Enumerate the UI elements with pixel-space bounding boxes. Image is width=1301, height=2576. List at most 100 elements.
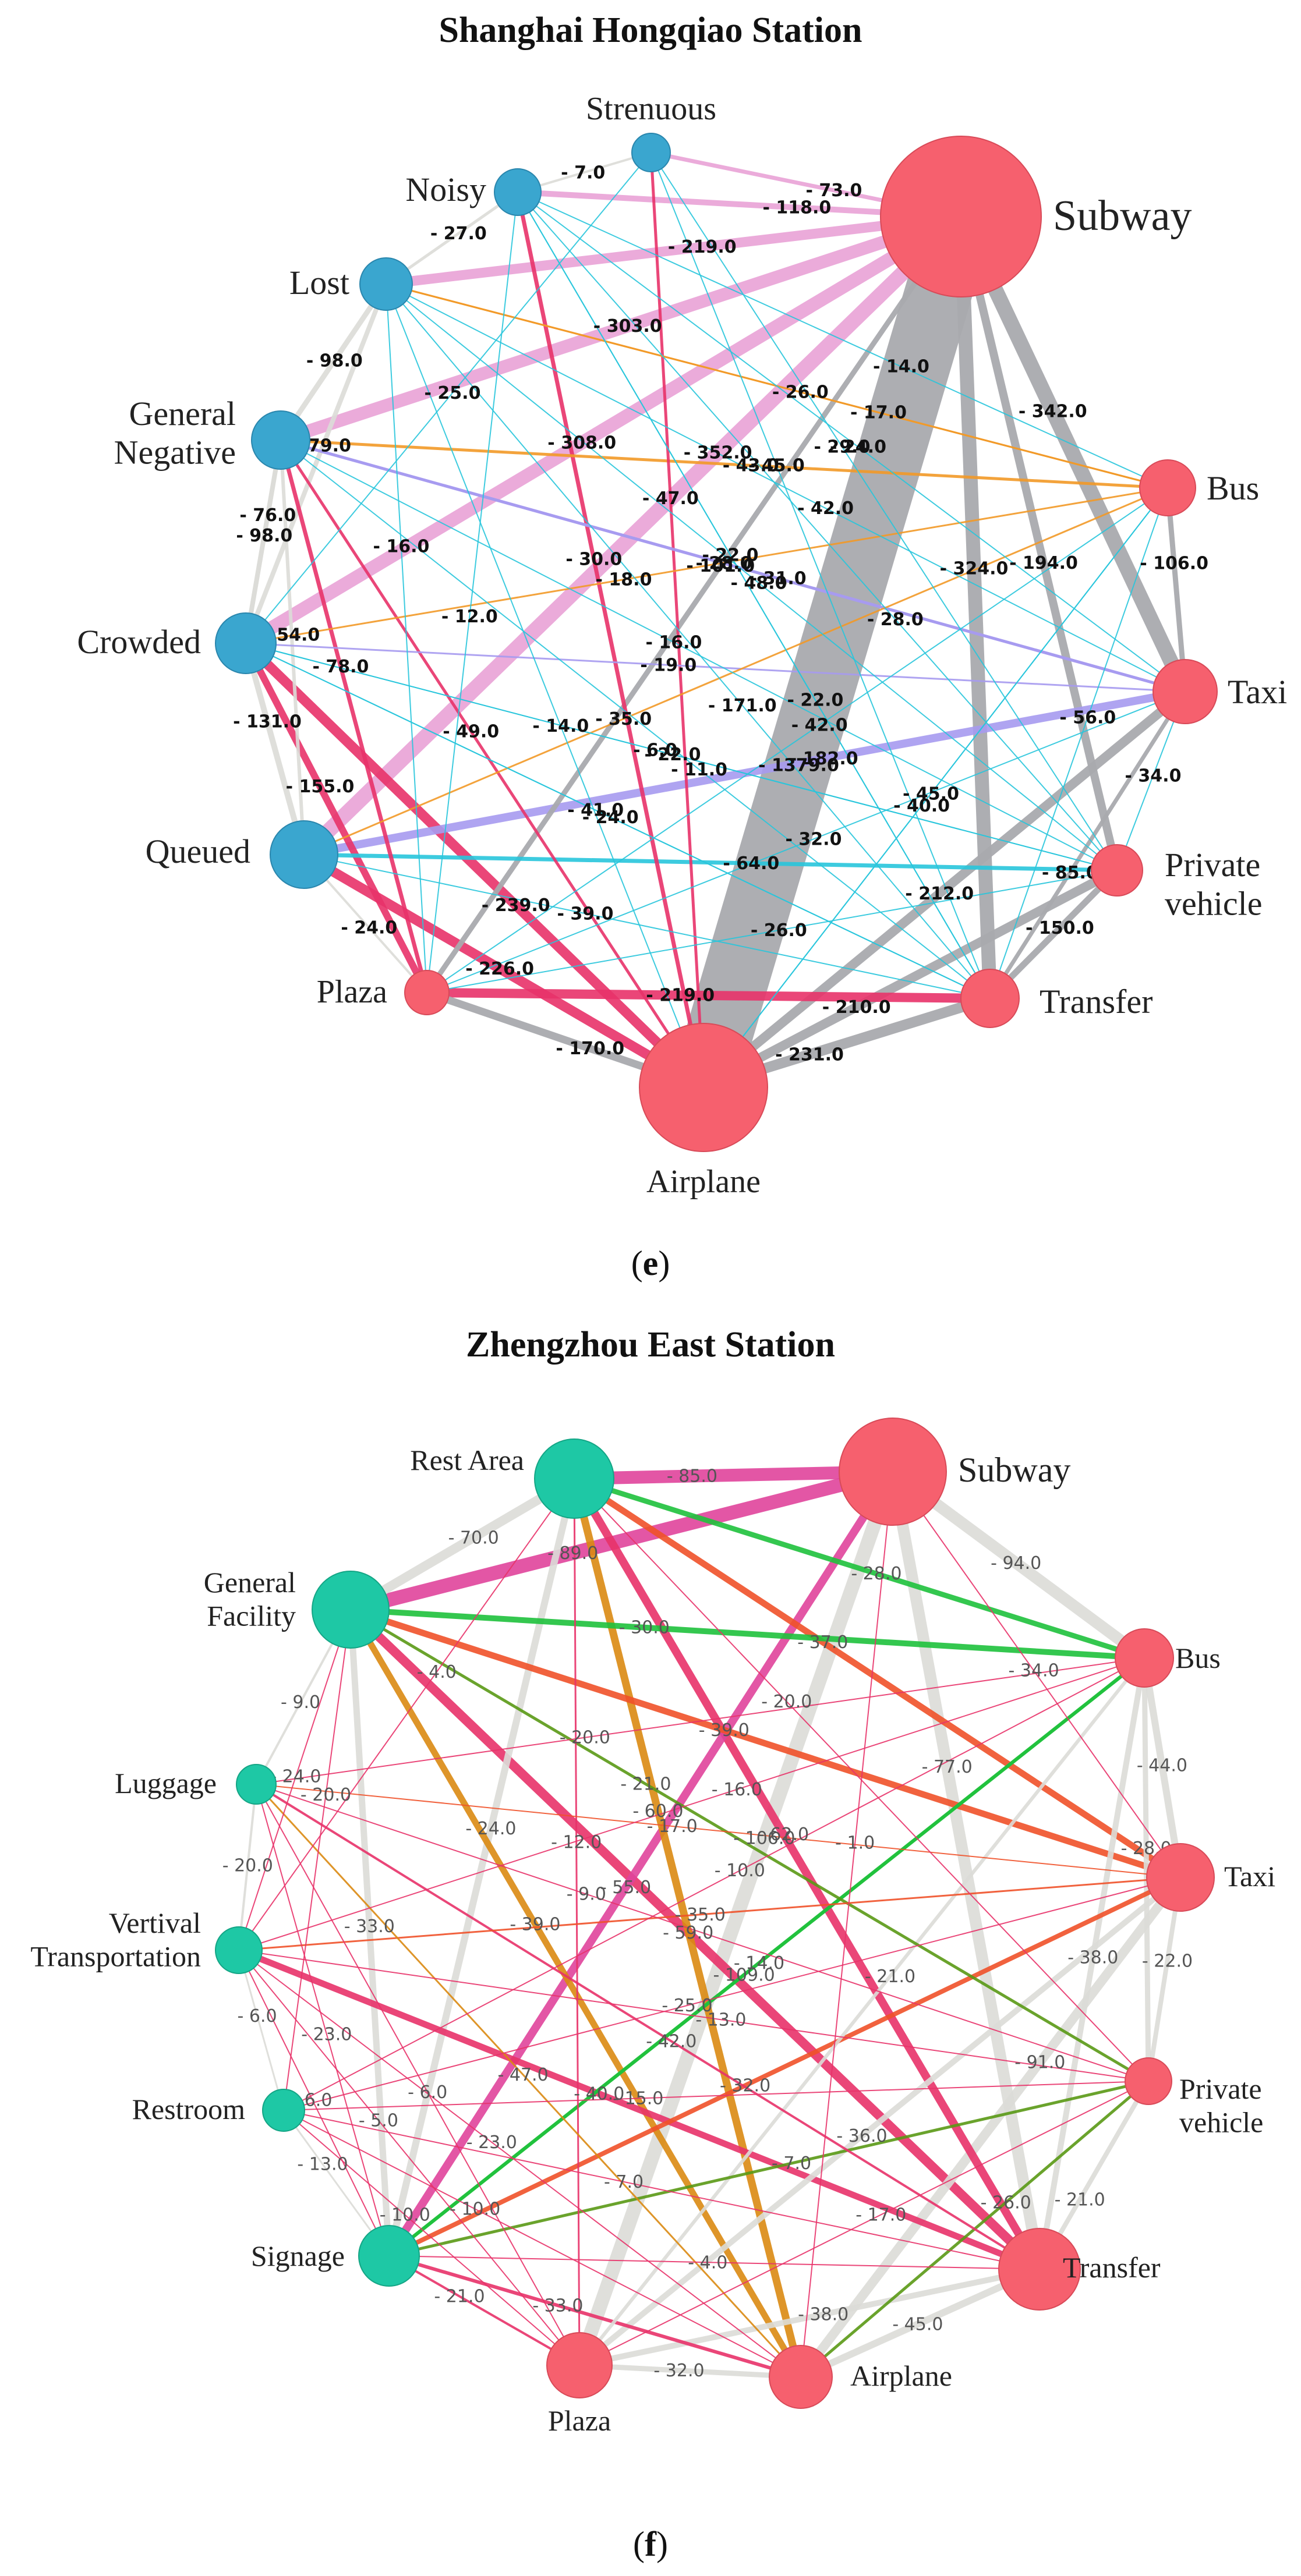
node-bus (1115, 1628, 1174, 1688)
edge-label-vertival_transportation-private_vehicle: - 13.0 (695, 2010, 746, 2030)
edge-bus-plaza (578, 1657, 1146, 2366)
edge-label-private_vehicle-noisy: - 28.0 (867, 610, 924, 630)
edge-rest_area-bus (573, 1476, 1146, 1661)
node-private_vehicle (1091, 844, 1143, 897)
panel-f-caption: (f) (633, 2525, 668, 2563)
edge-label-signage-plaza: - 21.0 (434, 2287, 485, 2307)
edge-label-rest_area-taxi: - 37.0 (797, 1632, 848, 1653)
edge-signage-transfer (388, 2255, 1040, 2270)
edge-label-noisy-strenuous: - 7.0 (561, 163, 605, 183)
edge-label-taxi-private_vehicle: - 22.0 (1142, 1951, 1193, 1972)
edge-label-plaza-bus: - 42.0 (791, 715, 848, 736)
edge-luggage-signage (256, 1784, 390, 2256)
panel-e: Shanghai Hongqiao Station - 1379.0- 342.… (77, 10, 1287, 1282)
edge-label-transfer-lost: - 171.0 (708, 696, 777, 716)
edge-label-general_facility-subway: - 89.0 (547, 1543, 598, 1564)
edge-transfer-crowded (245, 643, 991, 999)
edge-label-subway-bus: - 94.0 (991, 1553, 1041, 1574)
edge-label-general_facility-signage: - 33.0 (344, 1916, 395, 1937)
edge-label-luggage-airplane: - 47.0 (498, 2065, 549, 2085)
edge-transfer-general_negative (280, 440, 991, 999)
edge-label-subway-plaza: - 101.0 (686, 556, 755, 576)
node-airplane (769, 2345, 833, 2409)
edge-label-crowded-taxi: - 19.0 (640, 655, 697, 675)
edge-general_facility-bus (350, 1607, 1145, 1661)
edge-crowded-plaza (242, 642, 430, 994)
edge-label-vertival_transportation-airplane: - 23.0 (466, 2132, 517, 2153)
node-queued (270, 820, 338, 889)
edge-bus-taxi (1141, 1657, 1184, 1878)
edge-plaza-airplane (579, 2362, 801, 2380)
edge-luggage-airplane (255, 1783, 802, 2378)
edge-label-subway-plaza: - 106.0 (733, 1828, 795, 1848)
edge-queued-bus (303, 487, 1168, 856)
edge-label-taxi-lost: - 42.0 (797, 498, 854, 519)
edge-label-general_facility-private_vehicle: - 21.0 (620, 1774, 671, 1795)
edge-crowded-taxi (245, 642, 1186, 693)
edge-label-transfer-noisy: - 22.0 (787, 690, 843, 711)
node-lost (359, 257, 413, 311)
node-bus (1139, 459, 1196, 516)
edge-airplane-lost (386, 284, 704, 1088)
edge-label-taxi-noisy: - 24.0 (830, 437, 886, 458)
node-private_vehicle (1125, 2057, 1172, 2105)
edge-label-general_negative-plaza: - 78.0 (312, 657, 369, 677)
edge-label-queued-transfer: - 39.0 (557, 903, 614, 924)
node-vertival_transportation (215, 1926, 263, 1974)
edge-label-transfer-taxi: - 85.0 (1042, 863, 1098, 883)
edge-queued-transfer (303, 854, 991, 999)
edge-signage-plaza (388, 2255, 580, 2366)
node-signage (358, 2225, 420, 2287)
node-luggage (236, 1764, 277, 1805)
edge-label-subway-queued: - 352.0 (684, 443, 752, 463)
edge-label-luggage-signage: - 23.0 (301, 2024, 352, 2044)
edge-label-luggage-private_vehicle: - 9.0 (567, 1884, 606, 1905)
edge-noisy-transfer (517, 192, 991, 999)
edge-strenuous-transfer (650, 152, 991, 999)
edge-strenuous-airplane (649, 152, 705, 1088)
edge-crowded-general_negative (243, 440, 283, 644)
node-label-queued: Queued (146, 832, 250, 870)
edge-subway-signage (386, 1469, 896, 2258)
edge-rest_area-general_facility (348, 1475, 577, 1614)
node-plaza (546, 2332, 613, 2398)
panel-e-edge-labels: - 1379.0- 342.0- 352.0- 324.0- 308.0- 30… (233, 163, 1208, 1065)
edge-luggage-taxi (256, 1784, 1181, 1878)
edge-label-private_vehicle-general_negative: - 16.0 (645, 632, 702, 653)
edge-vertival_transportation-taxi (238, 1876, 1181, 1951)
edge-subway-airplane (800, 1471, 893, 2377)
edge-label-crowded-plaza: - 155.0 (286, 777, 355, 797)
node-label-transfer: Transfer (1040, 983, 1152, 1021)
edge-subway-queued (298, 211, 967, 860)
node-label-transfer: Transfer (1063, 2251, 1161, 2284)
edge-label-crowded-private_vehicle: - 22.0 (645, 745, 701, 765)
edge-label-private_vehicle-taxi: - 34.0 (1125, 766, 1182, 786)
node-label-plaza: Plaza (548, 2404, 611, 2437)
edge-lost-general_negative (278, 282, 388, 442)
panel-e-edges (242, 150, 1192, 1097)
node-crowded (215, 612, 277, 674)
edge-label-vertival_transportation-plaza: - 5.0 (359, 2110, 398, 2131)
edge-label-taxi-queued: - 182.0 (790, 749, 858, 769)
edge-transfer-taxi (988, 690, 1187, 1000)
edge-label-airplane-lost: - 14.0 (532, 716, 589, 736)
node-label-subway: Subway (1053, 192, 1192, 240)
edge-general_negative-plaza (278, 440, 429, 993)
edge-label-rest_area-airplane: - 60.0 (632, 1801, 683, 1822)
edge-label-bus-signage: - 109.0 (713, 1965, 775, 1985)
edge-label-general_negative-crowded: - 76.0 (239, 505, 296, 526)
edge-label-plaza-private_vehicle: - 17.0 (855, 2205, 906, 2225)
edge-label-noisy-plaza: - 12.0 (441, 607, 498, 627)
edge-label-general_facility-transfer: - 59.0 (663, 1923, 713, 1943)
edge-label-rest_area-subway: - 85.0 (667, 1466, 717, 1487)
edge-label-private_vehicle-crowded: - 6.0 (633, 740, 677, 760)
edge-signage-airplane (388, 2254, 801, 2379)
edge-label-queued-airplane: - 226.0 (465, 959, 534, 979)
edge-general_facility-vertival_transportation (238, 1609, 351, 1951)
edge-rest_area-vertival_transportation (238, 1478, 575, 1951)
edge-label-luggage-transfer: - 42.0 (646, 2032, 697, 2052)
edge-label-transfer-private_vehicle: - 21.0 (1055, 2190, 1105, 2210)
edge-label-transfer-general_negative: - 11.0 (671, 760, 727, 780)
